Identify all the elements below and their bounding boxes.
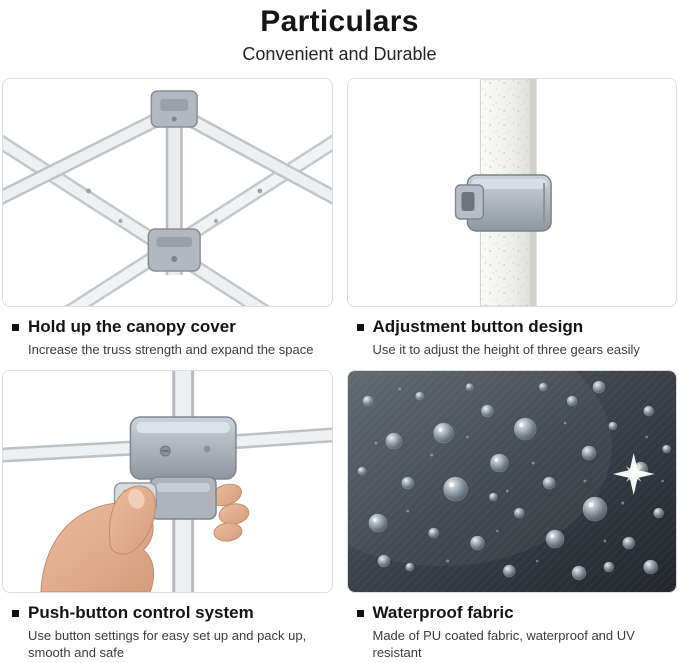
feature-description: Made of PU coated fabric, waterproof and… (372, 628, 635, 660)
feature-heading: Push-button control system (28, 603, 254, 622)
feature-heading: Hold up the canopy cover (28, 317, 236, 336)
features-grid: Hold up the canopy cover Increase the tr… (2, 78, 677, 663)
push-button-illustration (3, 371, 332, 592)
feature-text-waterproof-fabric: Waterproof fabric Made of PU coated fabr… (347, 593, 678, 663)
feature-heading: Waterproof fabric (372, 603, 514, 622)
sparkle-glint (612, 453, 655, 495)
adjustment-button-illustration (347, 79, 676, 306)
truss-structure-illustration (3, 79, 332, 306)
height-adjustment-button-photo (346, 78, 677, 307)
bullet-square-icon (356, 323, 364, 331)
push-button-mechanism-photo (2, 370, 333, 593)
feature-cell-push-button: Push-button control system Use button se… (2, 370, 333, 663)
bullet-square-icon (356, 609, 364, 617)
feature-description: Use button settings for easy set up and … (28, 628, 307, 660)
page-title: Particulars (260, 5, 419, 38)
feature-cell-hold-up-canopy: Hold up the canopy cover Increase the tr… (2, 78, 333, 370)
feature-cell-adjustment-button: Adjustment button design Use it to adjus… (346, 78, 678, 370)
feature-description: Use it to adjust the height of three gea… (372, 342, 640, 357)
feature-text-push-button: Push-button control system Use button se… (2, 593, 333, 663)
page-subtitle: Convenient and Durable (242, 44, 437, 64)
feature-cell-waterproof-fabric: Waterproof fabric Made of PU coated fabr… (346, 370, 678, 663)
feature-text-hold-up-canopy: Hold up the canopy cover Increase the tr… (2, 307, 333, 370)
waterproof-fabric-illustration (347, 371, 676, 592)
truss-structure-photo (2, 78, 333, 307)
bullet-square-icon (12, 609, 19, 617)
feature-heading: Adjustment button design (372, 317, 584, 336)
feature-text-adjustment-button: Adjustment button design Use it to adjus… (347, 307, 678, 370)
bullet-square-icon (12, 323, 19, 331)
waterproof-fabric-photo (346, 370, 677, 593)
feature-description: Increase the truss strength and expand t… (28, 342, 314, 357)
